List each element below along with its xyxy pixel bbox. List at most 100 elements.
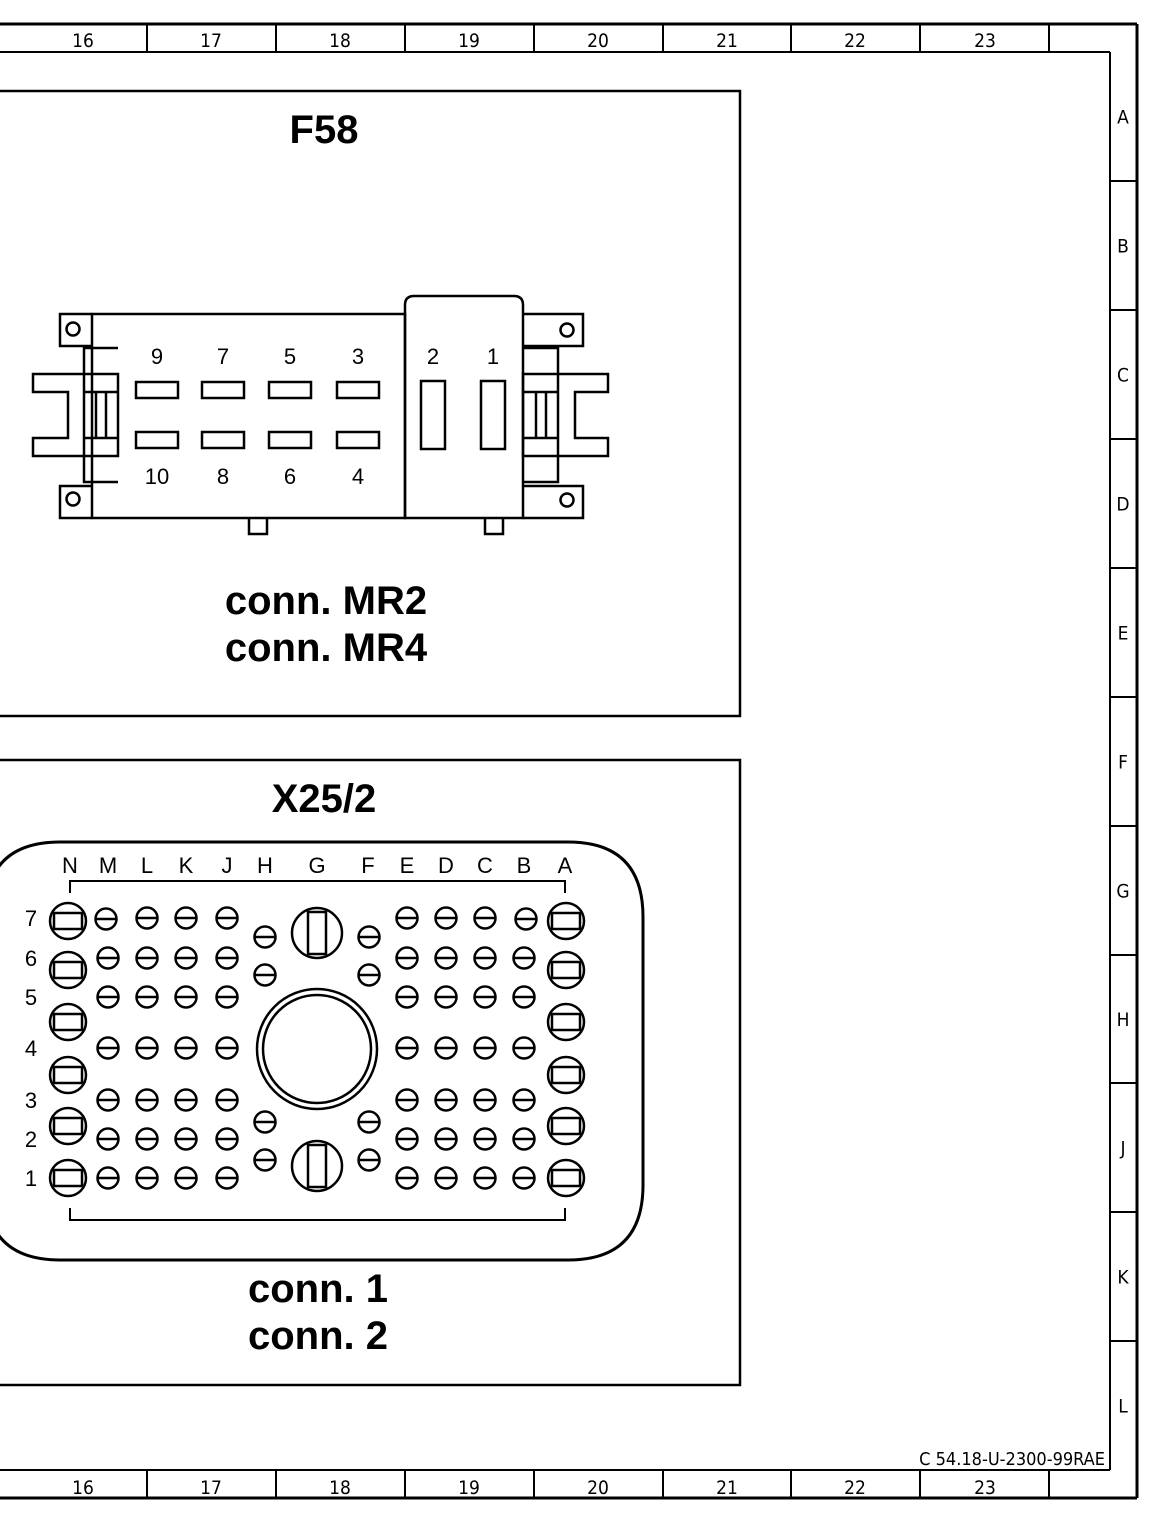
x25-column-label: H xyxy=(257,853,273,878)
x25-small-pin xyxy=(215,1127,239,1151)
f58-pin-label: 3 xyxy=(352,344,364,369)
x25-large-pin xyxy=(48,1106,88,1146)
f58-pin-slot xyxy=(267,430,313,450)
x25-small-pin xyxy=(174,946,198,970)
x25-small-pin xyxy=(512,946,536,970)
column-label-top: 19 xyxy=(458,30,480,52)
x25-small-pin xyxy=(174,906,198,930)
x25-small-pin xyxy=(512,1036,536,1060)
x25-small-pin xyxy=(512,1088,536,1112)
column-label-bottom: 17 xyxy=(200,1477,222,1499)
x25-row-label: 7 xyxy=(25,906,37,931)
x25-large-pin xyxy=(48,1158,88,1198)
f58-pin-label: 4 xyxy=(352,464,364,489)
f58-panel-border xyxy=(0,89,742,718)
x25-large-pin xyxy=(48,901,88,941)
x25-small-pin xyxy=(434,946,458,970)
x25-large-pin xyxy=(546,1158,586,1198)
x25-small-pin xyxy=(135,1166,159,1190)
column-label-bottom: 16 xyxy=(72,1477,94,1499)
f58-fuse-pin-label: 1 xyxy=(487,344,499,369)
x25-small-pin xyxy=(215,1036,239,1060)
f58-pin-slot xyxy=(335,380,381,400)
x25-small-pin xyxy=(395,1166,419,1190)
x25-connector-outline xyxy=(0,840,645,1262)
row-label: A xyxy=(1117,107,1129,129)
sheet-frame xyxy=(0,22,1139,1500)
f58-pin-slot xyxy=(267,380,313,400)
x25-small-pin xyxy=(357,963,381,987)
x25-column-label: F xyxy=(361,853,374,878)
x25-small-pin xyxy=(395,985,419,1009)
f58-pin-label: 7 xyxy=(217,344,229,369)
f58-pin-label: 5 xyxy=(284,344,296,369)
x25-large-pin xyxy=(546,1002,586,1042)
x25-column-label: M xyxy=(99,853,117,878)
f58-pin-label: 10 xyxy=(145,464,169,489)
f58-pin-label: 8 xyxy=(217,464,229,489)
f58-pin-slot xyxy=(335,430,381,450)
x25-small-pin xyxy=(434,1127,458,1151)
x25-center-socket xyxy=(255,987,379,1111)
f58-pin-label: 6 xyxy=(284,464,296,489)
x25-small-pin xyxy=(96,1088,120,1112)
x25-row-label: 1 xyxy=(25,1166,37,1191)
x25-column-label: K xyxy=(179,853,194,878)
column-label-bottom: 21 xyxy=(716,1477,738,1499)
x25-guide-pin xyxy=(290,1139,344,1193)
x25-row-label: 2 xyxy=(25,1127,37,1152)
x25-small-pin xyxy=(253,925,277,949)
x25-column-label: J xyxy=(222,853,233,878)
row-label: G xyxy=(1116,881,1129,903)
x25-row-label: 5 xyxy=(25,985,37,1010)
x25-brackets xyxy=(69,880,566,1221)
column-label-top: 20 xyxy=(587,30,609,52)
x25-small-pin xyxy=(135,906,159,930)
x25-conn-label-2: conn. 2 xyxy=(248,1314,388,1358)
f58-fuse-slot xyxy=(419,379,447,451)
x25-small-pin xyxy=(357,1110,381,1134)
column-label-bottom: 23 xyxy=(974,1477,996,1499)
x25-small-pin xyxy=(395,1036,419,1060)
x25-small-pin xyxy=(512,1127,536,1151)
column-label-bottom: 22 xyxy=(844,1477,866,1499)
x25-small-pin xyxy=(135,1036,159,1060)
f58-fuse-slot xyxy=(479,379,507,451)
x25-row-label: 3 xyxy=(25,1088,37,1113)
row-label: D xyxy=(1116,494,1129,516)
x25-small-pin xyxy=(473,1127,497,1151)
column-label-top: 22 xyxy=(844,30,866,52)
x25-title: X25/2 xyxy=(272,777,377,821)
x25-small-pin xyxy=(135,1088,159,1112)
f58-pin-slot xyxy=(134,430,180,450)
x25-large-pin xyxy=(546,1055,586,1095)
f58-connector-drawing xyxy=(31,294,610,536)
x25-large-pin xyxy=(48,1002,88,1042)
column-label-bottom: 20 xyxy=(587,1477,609,1499)
row-label: B xyxy=(1117,236,1129,258)
x25-small-pin xyxy=(96,946,120,970)
row-label: C xyxy=(1117,365,1129,387)
x25-small-pin xyxy=(395,906,419,930)
x25-small-pin xyxy=(174,1088,198,1112)
x25-small-pin xyxy=(253,1110,277,1134)
x25-small-pin xyxy=(215,1088,239,1112)
column-label-top: 18 xyxy=(329,30,351,52)
x25-small-pin xyxy=(215,906,239,930)
column-label-top: 23 xyxy=(974,30,996,52)
x25-small-pin xyxy=(434,1166,458,1190)
f58-title: F58 xyxy=(290,108,359,152)
column-label-bottom: 19 xyxy=(458,1477,480,1499)
x25-column-label: B xyxy=(517,853,532,878)
x25-small-pin xyxy=(174,985,198,1009)
x25-column-label: E xyxy=(400,853,415,878)
x25-small-pin xyxy=(96,1166,120,1190)
x25-panel-border xyxy=(0,758,742,1387)
row-label: F xyxy=(1118,752,1128,774)
x25-small-pin xyxy=(434,906,458,930)
x25-column-label: C xyxy=(477,853,493,878)
